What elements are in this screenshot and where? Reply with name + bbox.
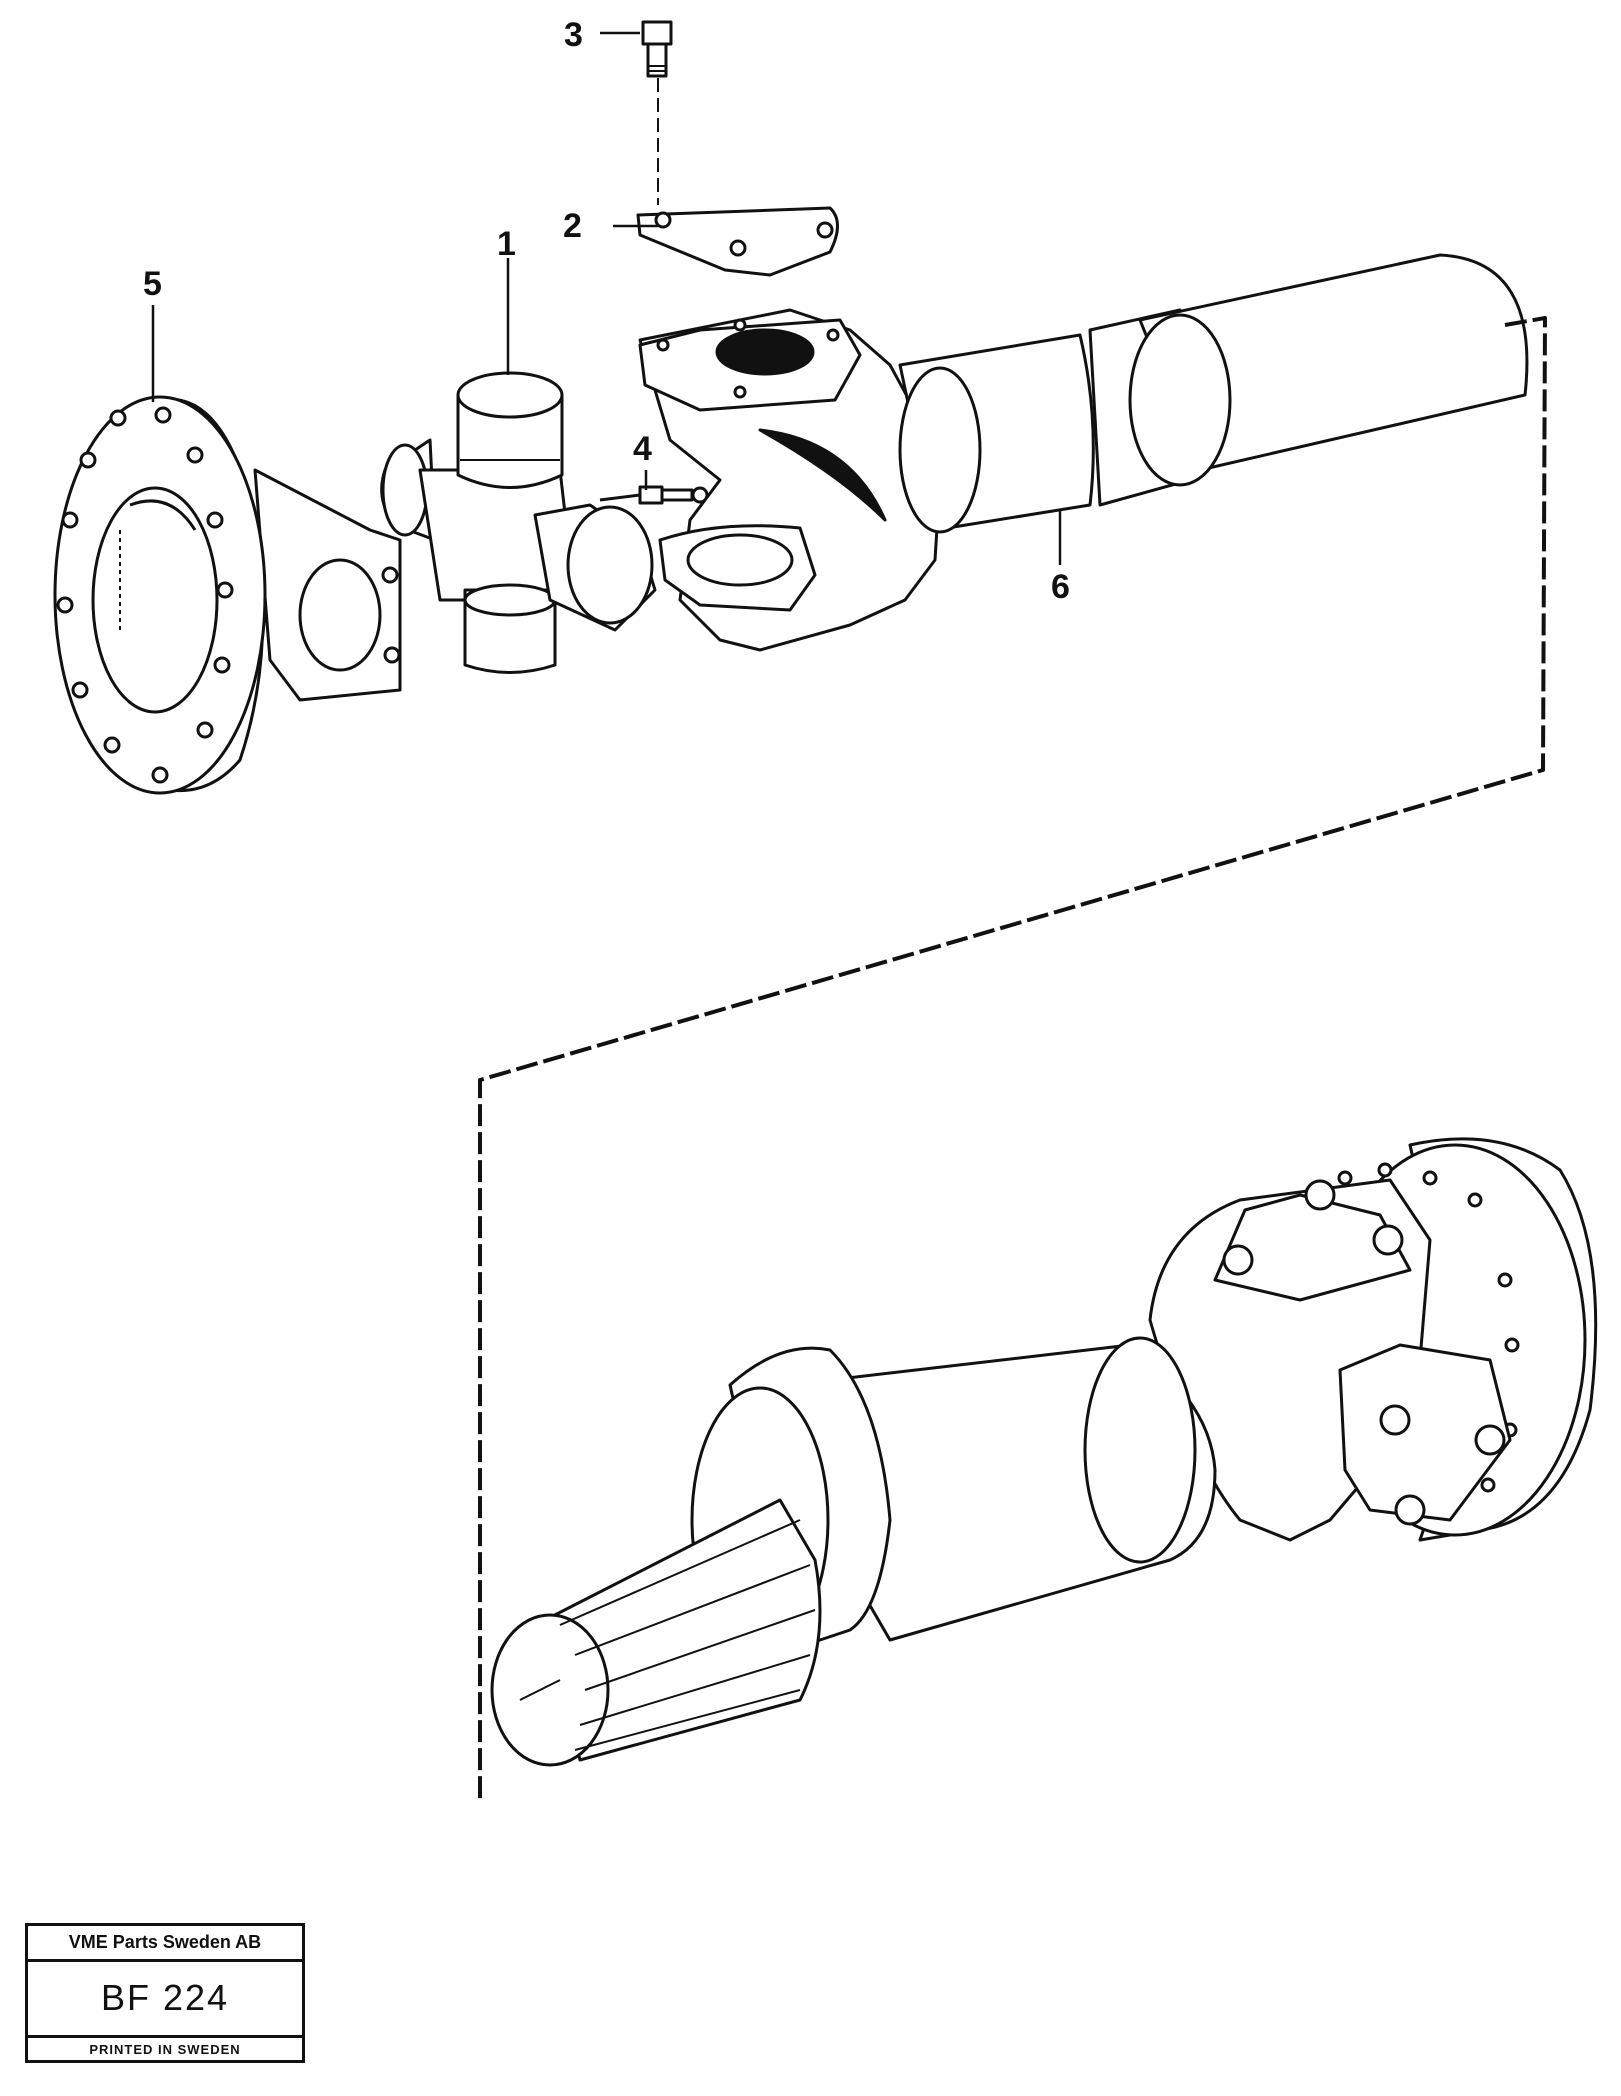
callout-3: 3 <box>564 16 583 54</box>
assembled-shaft <box>490 1137 1598 1767</box>
callout-4: 4 <box>633 430 652 468</box>
bolt <box>641 20 673 205</box>
callout-leaders <box>151 31 1062 565</box>
callout-6: 6 <box>1051 568 1070 606</box>
flange-yoke <box>53 395 402 795</box>
assembly-connector-lines <box>478 316 1547 1800</box>
slip-yoke-tube <box>638 253 1529 652</box>
callout-1: 1 <box>497 225 516 263</box>
universal-joint-cross <box>380 371 657 674</box>
stamp-printed-note: PRINTED IN SWEDEN <box>89 2042 241 2057</box>
bearing-cover-plate <box>636 206 839 277</box>
parts-catalog-stamp: VME Parts Sweden AB BF 224 PRINTED IN SW… <box>25 1923 305 2063</box>
grease-nipple <box>599 485 709 505</box>
stamp-company-name: VME Parts Sweden AB <box>28 1926 302 1962</box>
callout-2: 2 <box>563 207 582 245</box>
stamp-drawing-code: BF 224 <box>28 1962 302 2038</box>
callout-5: 5 <box>143 265 162 303</box>
